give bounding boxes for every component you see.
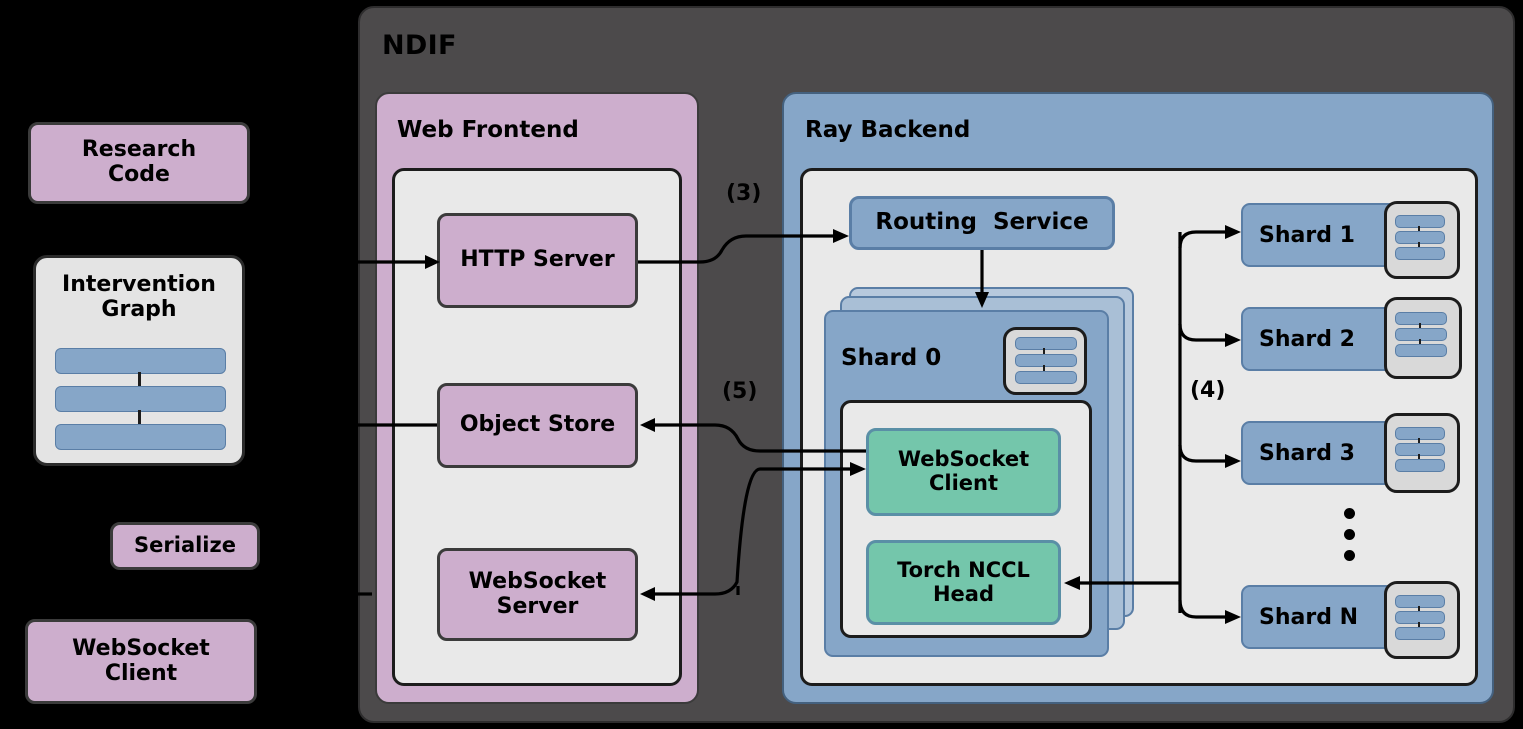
arrowhead-object-store [640,418,655,432]
edge-websocket-client-to-object-store [655,423,866,453]
http-server-node[interactable]: HTTP Server [437,213,638,308]
arrowhead-shard1 [1225,225,1241,239]
arrowhead-shard2 [1225,333,1241,347]
shard-0-label: Shard 0 [841,345,942,371]
nccl-head-label-line1: Torch NCCL [897,557,1030,582]
shard-3-node[interactable]: Shard 3 [1241,413,1460,493]
serialize-label: Serialize [134,533,236,558]
shard-n-label: Shard N [1259,604,1359,630]
arrowhead-http-server [425,255,440,269]
ws-client-label-line1: WebSocket [897,447,1030,472]
edge-bus-to-shard1 [1178,230,1225,249]
object-store-label: Object Store [459,412,616,438]
arrowhead-shard3 [1225,454,1241,468]
arrowhead-shardN [1225,610,1241,624]
web-frontend-title: Web Frontend [397,117,579,143]
arrowhead-shard0 [975,292,989,308]
object-store-node[interactable]: Object Store [437,383,638,468]
ws-client-left-label-line1: WebSocket [72,635,210,661]
shard-1-label: Shard 1 [1259,222,1355,248]
ws-client-label-line2: Client [928,471,999,495]
ws-server-label-line1: WebSocket [468,568,607,594]
edge-websocket-server-to-websocket-client [655,467,850,596]
routing-service-node[interactable]: Routing Service [849,196,1115,250]
ndif-title: NDIF [382,30,457,61]
step-label-3: (3) [726,181,762,206]
research-code-node[interactable]: Research Code [28,122,250,204]
stacked-bars-graph-icon [55,348,226,450]
http-server-label: HTTP Server [460,247,615,273]
model-layers-icon [1003,327,1087,395]
edge-bus-to-shard2 [1178,323,1225,342]
nccl-head-label-line2: Head [932,581,995,606]
research-code-label-line1: Research [81,137,197,163]
step-label-4: (4) [1190,378,1226,403]
ray-backend-title: Ray Backend [805,117,971,143]
research-code-label-line2: Code [108,162,170,187]
websocket-server-node[interactable]: WebSocket Server [437,548,638,641]
ws-server-label-line2: Server [496,593,579,619]
websocket-client-left-node[interactable]: WebSocket Client [25,619,257,704]
vertical-ellipsis-icon [1344,508,1358,562]
websocket-client-node[interactable]: WebSocket Client [866,428,1061,516]
serialize-node[interactable]: Serialize [110,522,260,570]
arrowhead-websocket-client [850,462,866,476]
step-label-5: (5) [722,379,758,404]
torch-nccl-head-node[interactable]: Torch NCCL Head [866,540,1061,625]
shard-1-node[interactable]: Shard 1 [1241,201,1460,279]
model-layers-icon [1384,201,1460,279]
routing-service-label: Routing Service [875,209,1089,236]
edge-http-server-to-routing-service [638,234,833,264]
arrowhead-websocket-server [640,587,655,601]
edge-bus-to-shardN [1178,599,1225,619]
edge-bus-to-shard3 [1178,444,1225,463]
ws-client-left-label-line2: Client [104,660,178,686]
arrowhead-routing-service [833,229,849,243]
shard-3-label: Shard 3 [1259,440,1355,466]
arrowhead-nccl-head [1064,576,1080,590]
intervention-graph-label-line1: Intervention [62,272,216,297]
model-layers-icon [1384,297,1462,379]
model-layers-icon [1384,413,1460,493]
shard-2-label: Shard 2 [1259,326,1355,352]
intervention-graph-title: Intervention Graph [33,272,245,323]
shard-n-node[interactable]: Shard N [1241,581,1460,659]
intervention-graph-label-line2: Graph [101,297,177,323]
model-layers-icon [1384,581,1460,659]
shard-2-node[interactable]: Shard 2 [1241,297,1462,379]
